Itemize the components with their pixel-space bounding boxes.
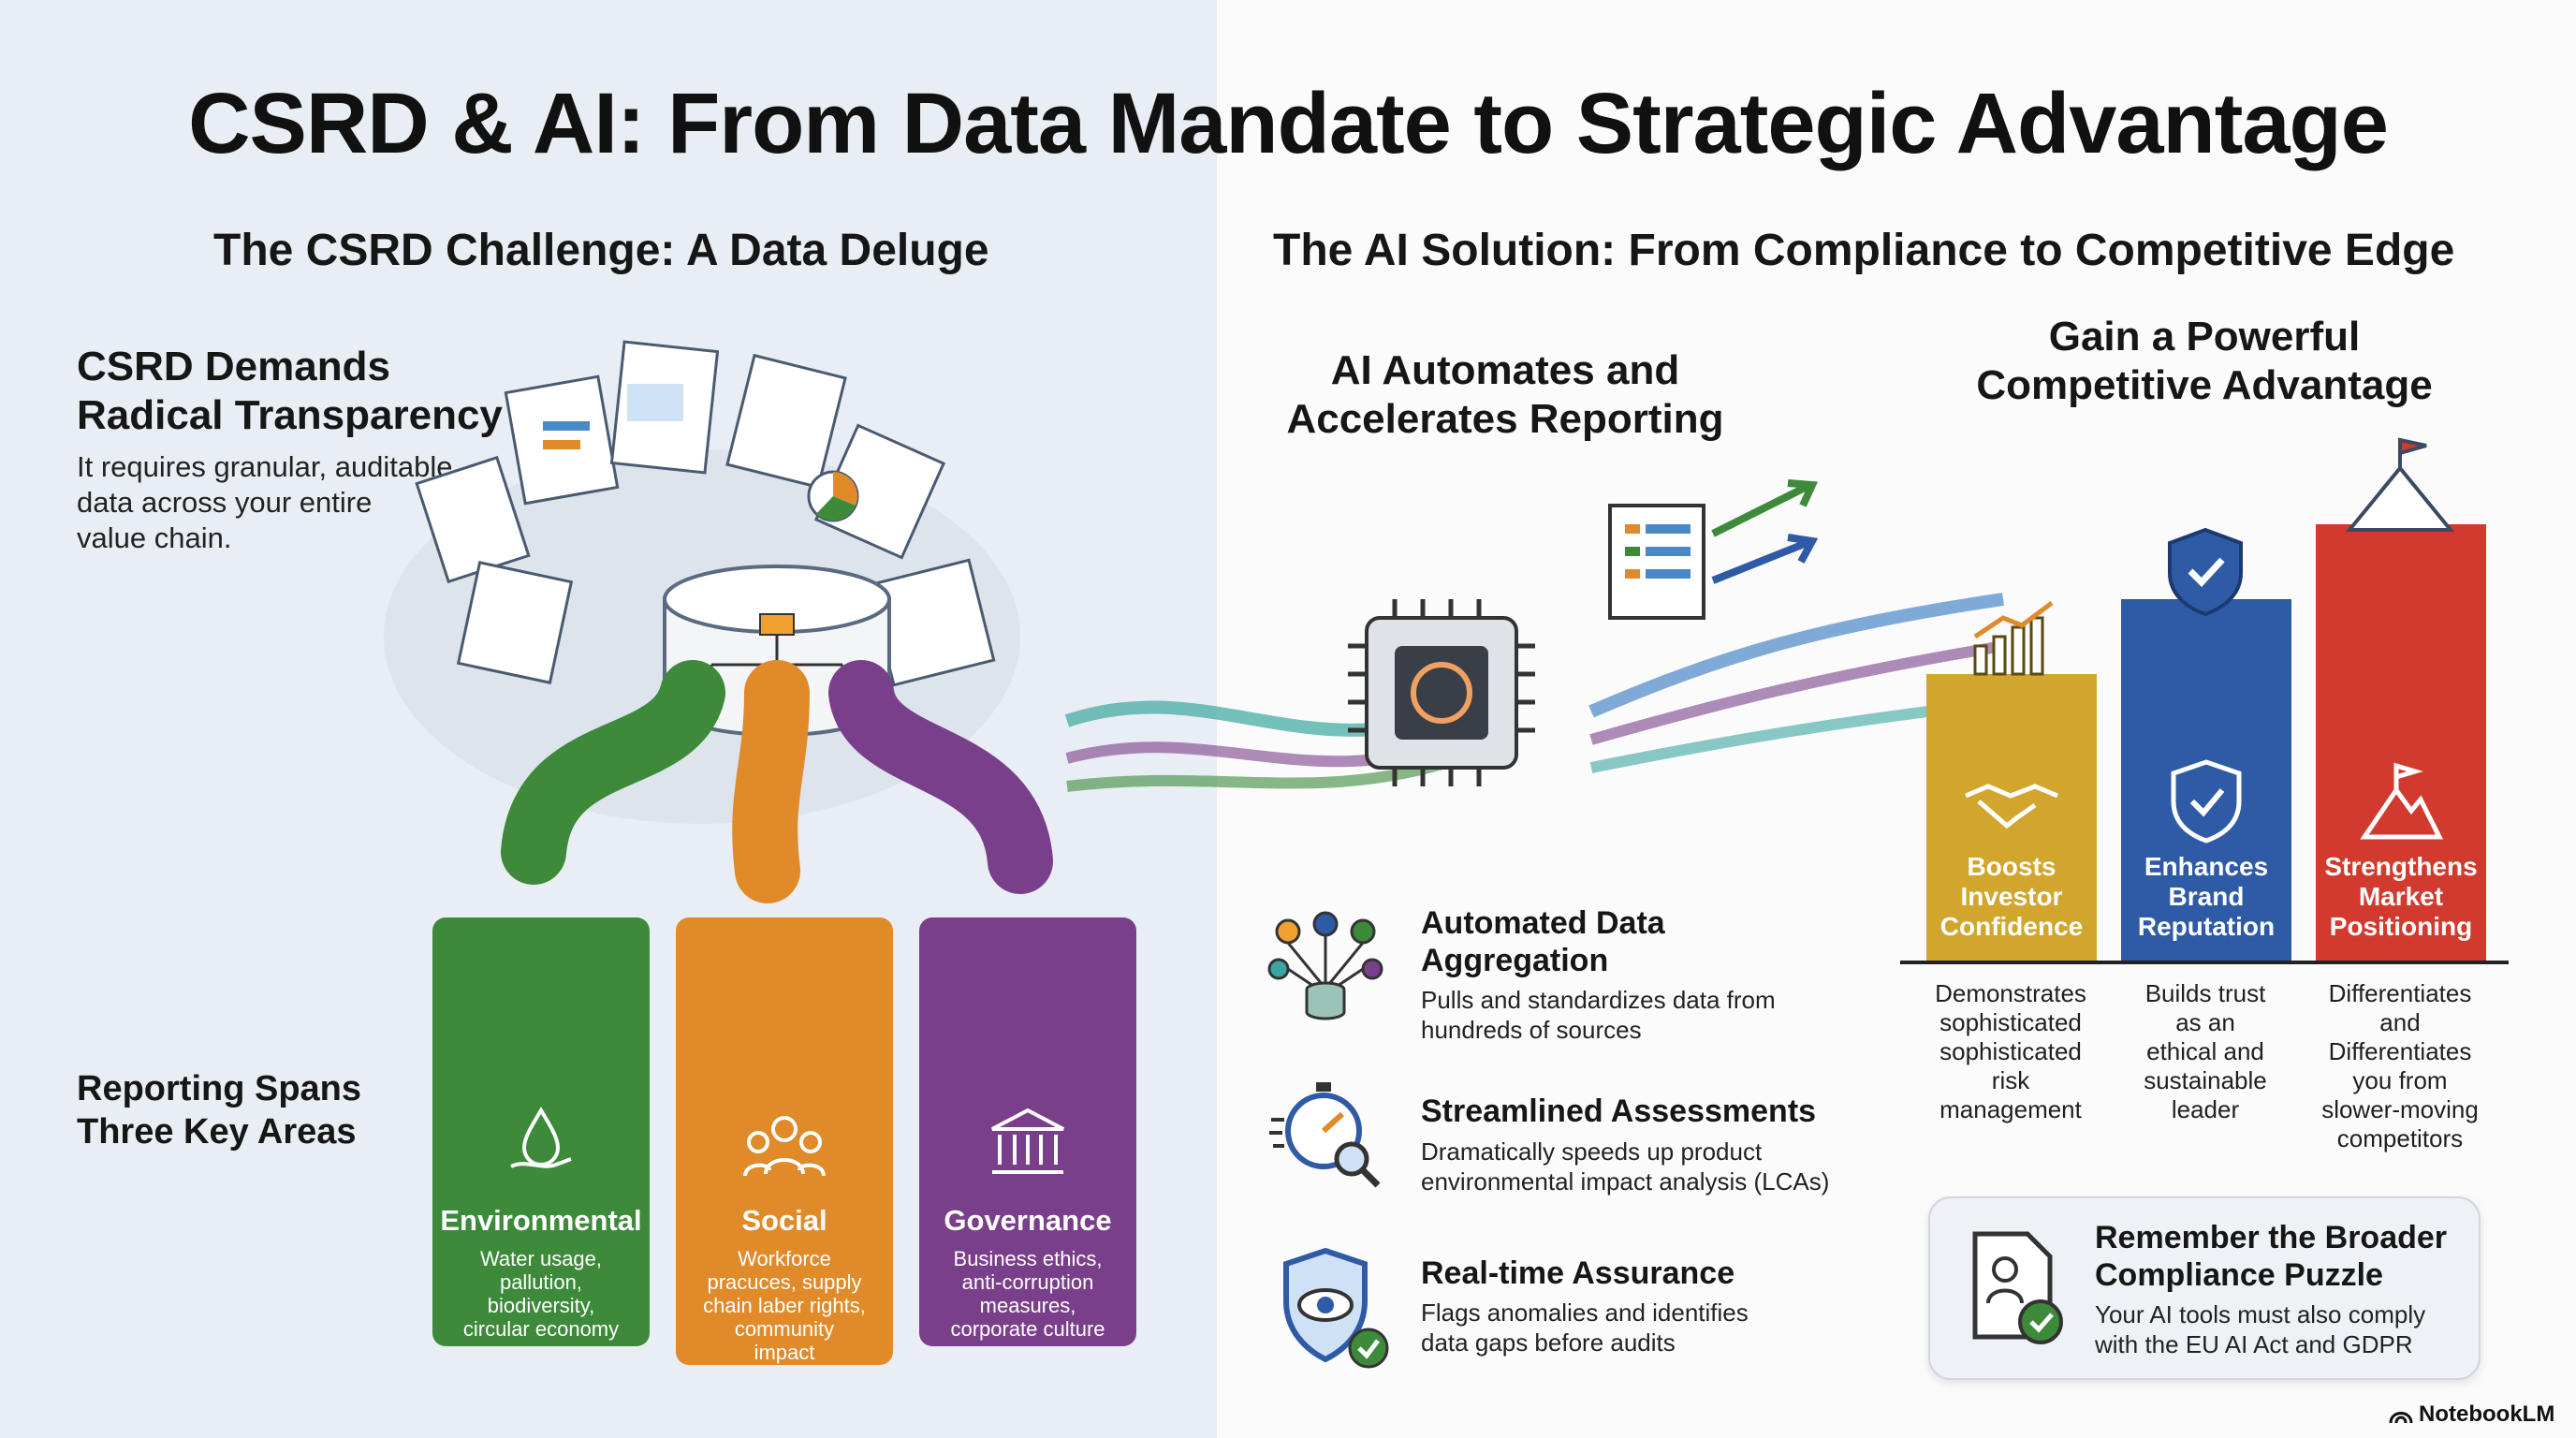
handshake-icon [1965, 784, 2058, 829]
mountain-flag-icon [2360, 762, 2444, 840]
automates-heading: AI Automates and Accelerates Reporting [1286, 347, 1724, 442]
summit-flag-icon [2345, 437, 2455, 532]
data-pipes [501, 660, 1053, 903]
notebooklm-logo-icon [2389, 1412, 2413, 1424]
ai-chip-icon [1348, 599, 1535, 786]
growth-chart-icon [1973, 601, 2054, 676]
stopwatch-magnifier-icon [1269, 1082, 1381, 1188]
page-title: CSRD & AI: From Data Mandate to Strategi… [188, 76, 2389, 171]
advantage-heading: Gain a Powerful Competitive Advantage [1976, 314, 2433, 408]
transparency-heading: CSRD Demands Radical Transparency [77, 344, 503, 438]
institution-icon [991, 1108, 1064, 1174]
pillar-governance: Governance Business ethics,anti-corrupti… [919, 917, 1136, 1346]
pillar-label: Social [741, 1204, 827, 1237]
pillar-label: Environmental [440, 1204, 642, 1237]
badge-shield-icon [2168, 527, 2243, 617]
bar-baseline [1900, 961, 2509, 964]
feature-title: Streamlined Assessments [1421, 1093, 1817, 1129]
shield-check-icon [2171, 759, 2242, 844]
brand-label: NotebookLM [2419, 1401, 2555, 1427]
challenge-section-title: The CSRD Challenge: A Data Deluge [213, 226, 989, 275]
shield-eye-icon [1283, 1247, 1389, 1369]
pillar-desc: Water usage,pallution, biodiversity,circ… [462, 1247, 620, 1341]
data-deluge-illustration [384, 340, 1053, 903]
areas-heading: Reporting Spans Three Key Areas [77, 1069, 362, 1152]
pillar-environmental: Environmental Water usage,pallution, bio… [432, 917, 650, 1346]
data-network-icon [1267, 911, 1383, 1020]
pillar-desc: Business ethics,anti-corruption measures… [950, 1247, 1105, 1341]
transparency-body: It requires granular, auditable data acr… [77, 450, 453, 554]
feature-title: Real-time Assurance [1421, 1255, 1735, 1291]
people-group-icon [743, 1116, 826, 1177]
water-drop-hand-icon [510, 1107, 572, 1168]
document-check-icon [1972, 1231, 2063, 1344]
report-arrows-icon [1608, 479, 1819, 620]
solution-section-title: The AI Solution: From Compliance to Comp… [1273, 226, 2455, 275]
pillar-label: Governance [944, 1204, 1112, 1237]
